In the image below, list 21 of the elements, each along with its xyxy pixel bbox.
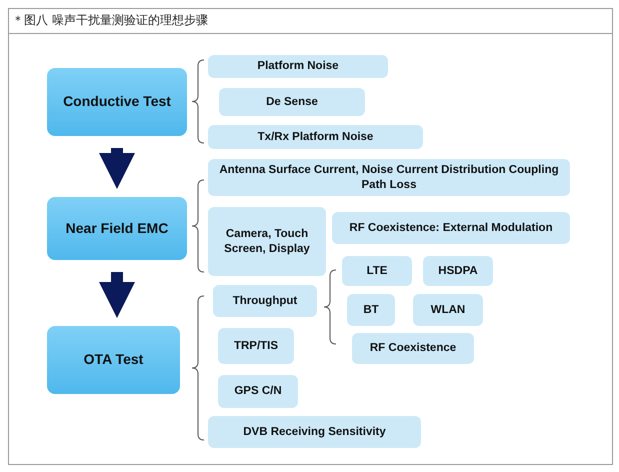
test-item-box: Platform Noise [208,55,388,78]
diagram-title: ＊图八 噪声干扰量测验证的理想步骤 [12,12,208,29]
step-box: Conductive Test [47,68,187,136]
step-box: OTA Test [47,326,180,394]
down-arrow [99,148,135,189]
test-item-box: Camera, Touch Screen, Display [208,207,326,276]
test-item-box: HSDPA [423,256,493,286]
test-item-box: WLAN [413,294,483,326]
test-item-box: DVB Receiving Sensitivity [208,416,421,448]
step-box: Near Field EMC [47,197,187,260]
test-item-box: LTE [342,256,412,286]
test-item-box: RF Coexistence [352,333,474,364]
down-arrow [99,272,135,318]
test-item-box: De Sense [219,88,365,116]
test-item-box: Throughput [213,285,317,317]
test-item-box: TRP/TIS [218,328,294,364]
test-item-box: RF Coexistence: External Modulation [332,212,570,244]
test-item-box: Antenna Surface Current, Noise Current Distribution Coupling Path Loss [208,159,570,196]
test-item-box: GPS C/N [218,375,298,408]
test-item-box: Tx/Rx Platform Noise [208,125,423,149]
test-item-box: BT [347,294,395,326]
